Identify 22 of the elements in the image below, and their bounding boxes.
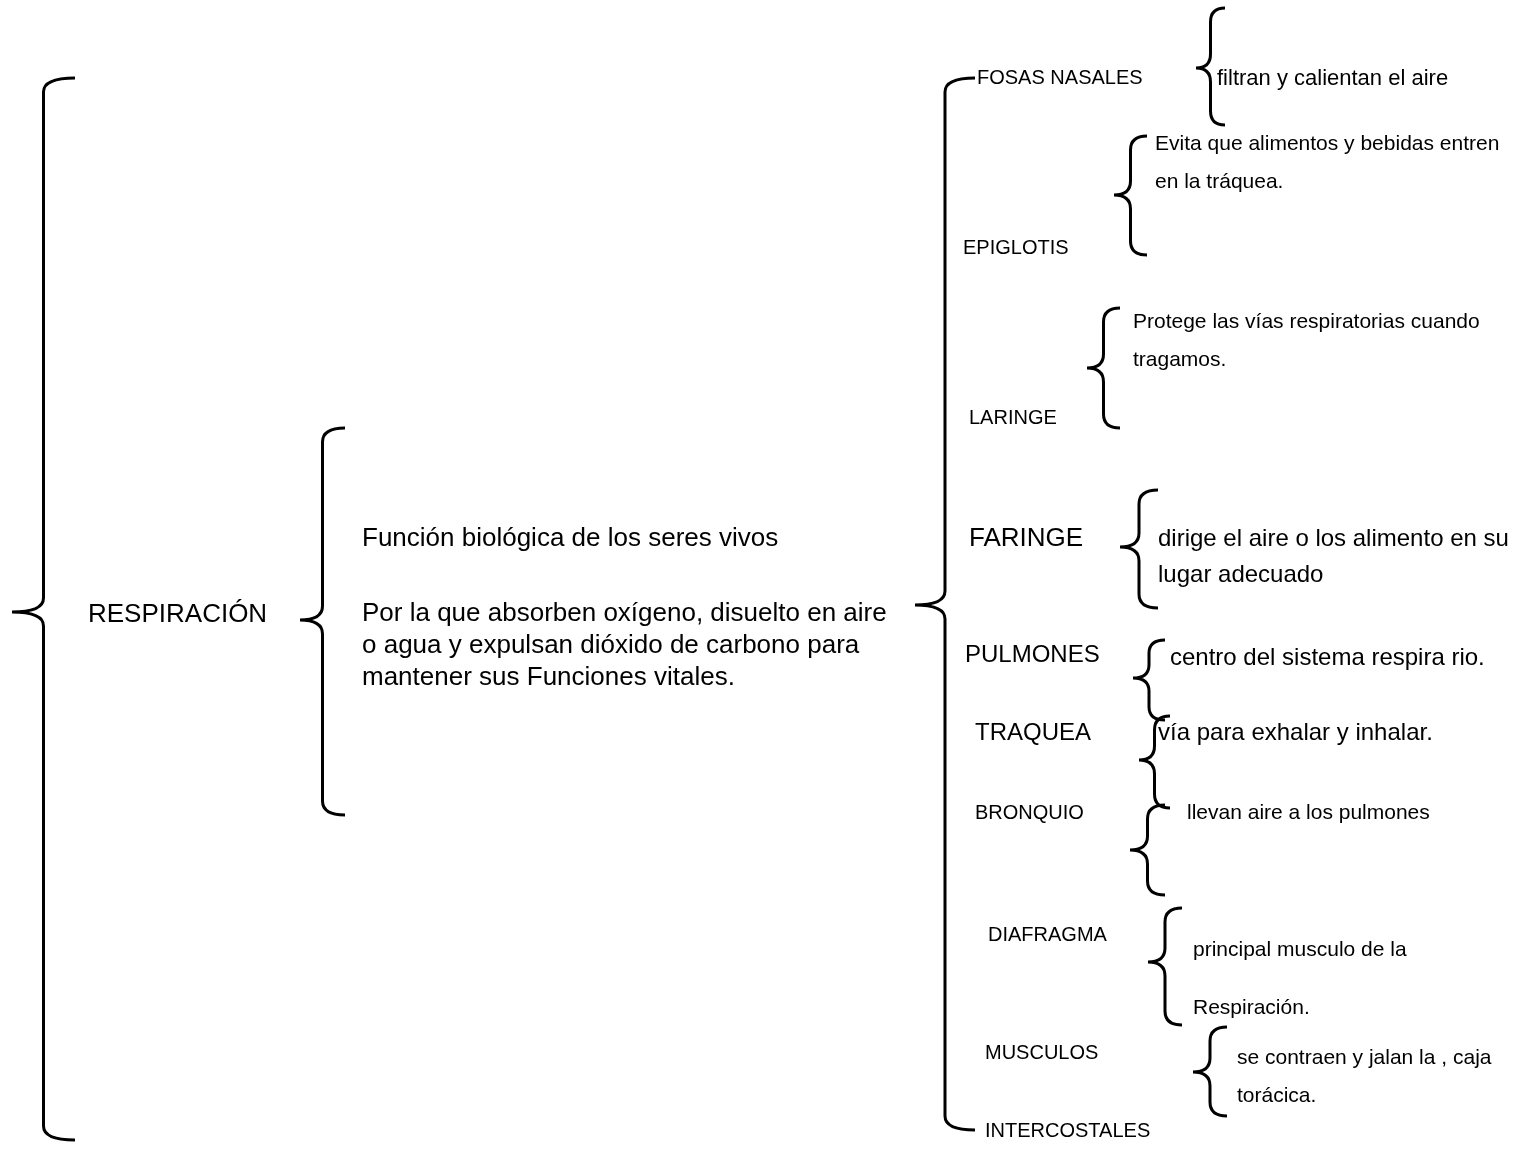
main-topic: RESPIRACIÓN bbox=[88, 597, 268, 630]
description-text: Evita que alimentos y bebidas entren en la tráquea. bbox=[1155, 130, 1501, 194]
part-name: EPIGLOTIS bbox=[963, 235, 1069, 260]
description-text: Protege las vías respiratorias cuando tragamos. bbox=[1133, 308, 1481, 372]
description-text: vía para exhalar y inhalar. bbox=[1158, 717, 1433, 747]
description-text: dirige el aire o los alimento en su lugar adecuado bbox=[1158, 523, 1510, 589]
part-name: INTERCOSTALES bbox=[985, 1118, 1151, 1143]
part-name: TRAQUEA bbox=[975, 717, 1091, 747]
part-name: BRONQUIO bbox=[975, 800, 1084, 825]
part-name: LARINGE bbox=[969, 405, 1057, 430]
description-text: centro del sistema respira rio. bbox=[1170, 642, 1486, 672]
definition-text: Por la que absorben oxígeno, disuelto en aire o agua y expulsan dióxido de carbono para mantener sus Funciones vitales. bbox=[362, 596, 888, 692]
description-text: filtran y calientan el aire bbox=[1217, 64, 1449, 92]
description-text: llevan aire a los pulmones bbox=[1187, 799, 1430, 825]
part-name: DIAFRAGMA bbox=[988, 922, 1107, 947]
part-name: MUSCULOS bbox=[985, 1040, 1099, 1065]
definition-text: Función biológica de los seres vivos bbox=[362, 521, 779, 554]
part-name: PULMONES bbox=[965, 639, 1100, 669]
part-name: FARINGE bbox=[969, 521, 1084, 554]
description-text: principal musculo de la Respiración. bbox=[1193, 936, 1408, 1020]
description-text: se contraen y jalan la , caja torácica. bbox=[1237, 1044, 1493, 1108]
part-name: FOSAS NASALES bbox=[977, 65, 1143, 90]
